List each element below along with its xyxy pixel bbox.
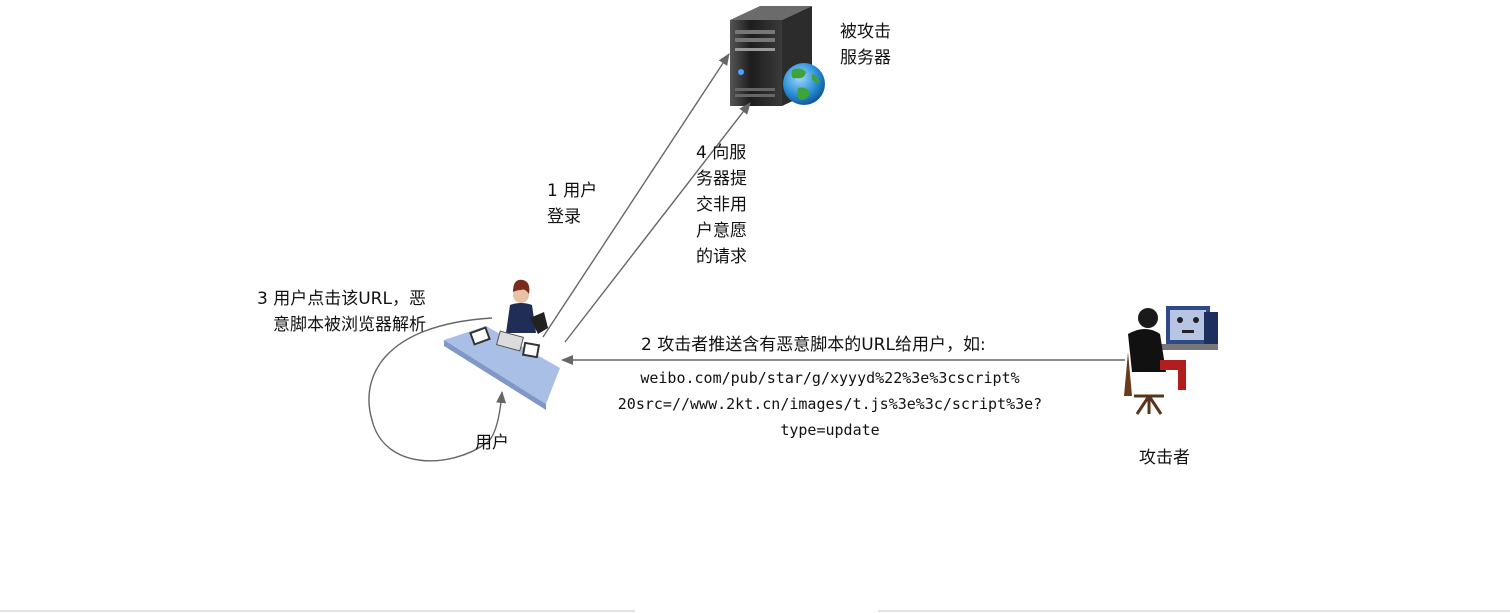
bottom-divider-left [0, 610, 635, 612]
malicious-url-text: weibo.com/pub/star/g/xyyyd%22%3e%3cscrip… [617, 369, 1043, 439]
step4-label: 4 向服 务器提 交非用 户意愿 的请求 [696, 143, 747, 267]
bottom-divider-right [878, 610, 1510, 612]
arrow-forged-request [564, 102, 751, 343]
arrow-user-login [542, 53, 730, 338]
user-label: 用户 [475, 433, 509, 453]
step3-label: 3 用户点击该URL，恶 意脚本被浏览器解析 [257, 289, 426, 335]
user-at-desk-icon [444, 279, 560, 410]
step1-label: 1 用户 登录 [547, 181, 598, 227]
server-label: 被攻击 服务器 [840, 22, 891, 68]
arrow-click-url-loop [368, 317, 507, 462]
attacker-label: 攻击者 [1139, 448, 1190, 468]
step2-label: 2 攻击者推送含有恶意脚本的URL给用户，如: [641, 335, 986, 355]
server-globe-icon [730, 6, 825, 106]
attacker-at-computer-icon [1124, 306, 1218, 415]
